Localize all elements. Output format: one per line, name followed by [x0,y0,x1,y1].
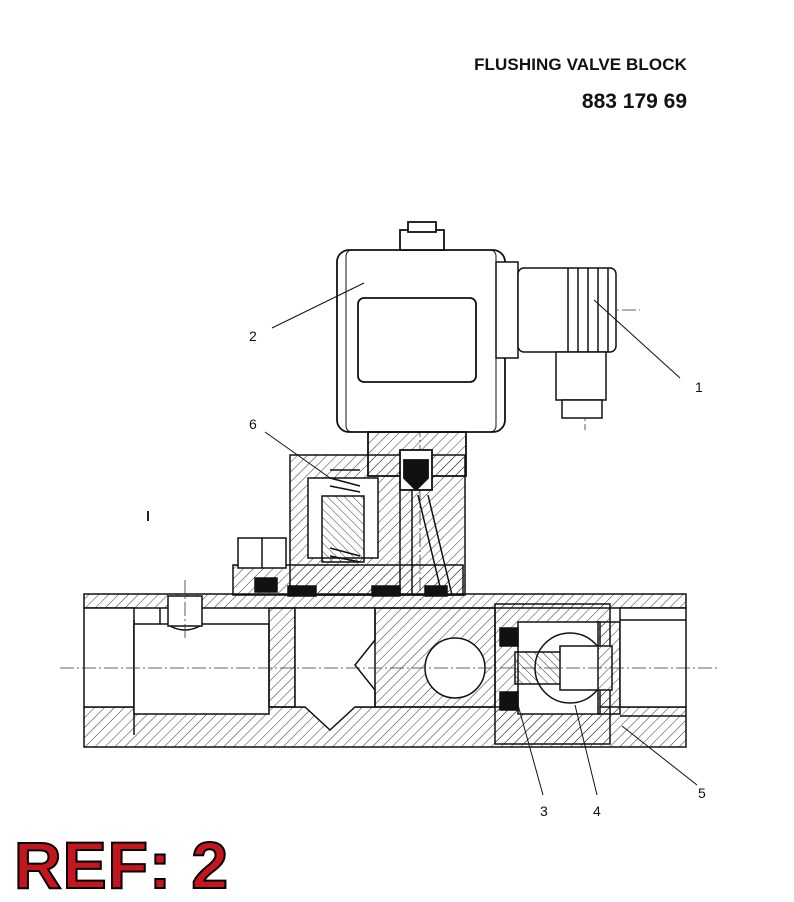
callout-3: 3 [540,803,548,819]
callout-6: 6 [249,416,257,432]
part-number: 883 179 69 [581,90,687,113]
callout-1: 1 [695,379,703,395]
drawing-title: FLUSHING VALVE BLOCK [474,55,687,74]
valve-housing [232,454,466,597]
stray-mark [147,511,149,521]
reference-label: REF: 2 [13,828,230,902]
callout-2: 2 [249,328,257,344]
connector-plug [495,261,617,419]
solenoid-coil [336,221,506,492]
callout-4: 4 [593,803,601,819]
callout-5: 5 [698,785,706,801]
valve-body [83,593,687,748]
